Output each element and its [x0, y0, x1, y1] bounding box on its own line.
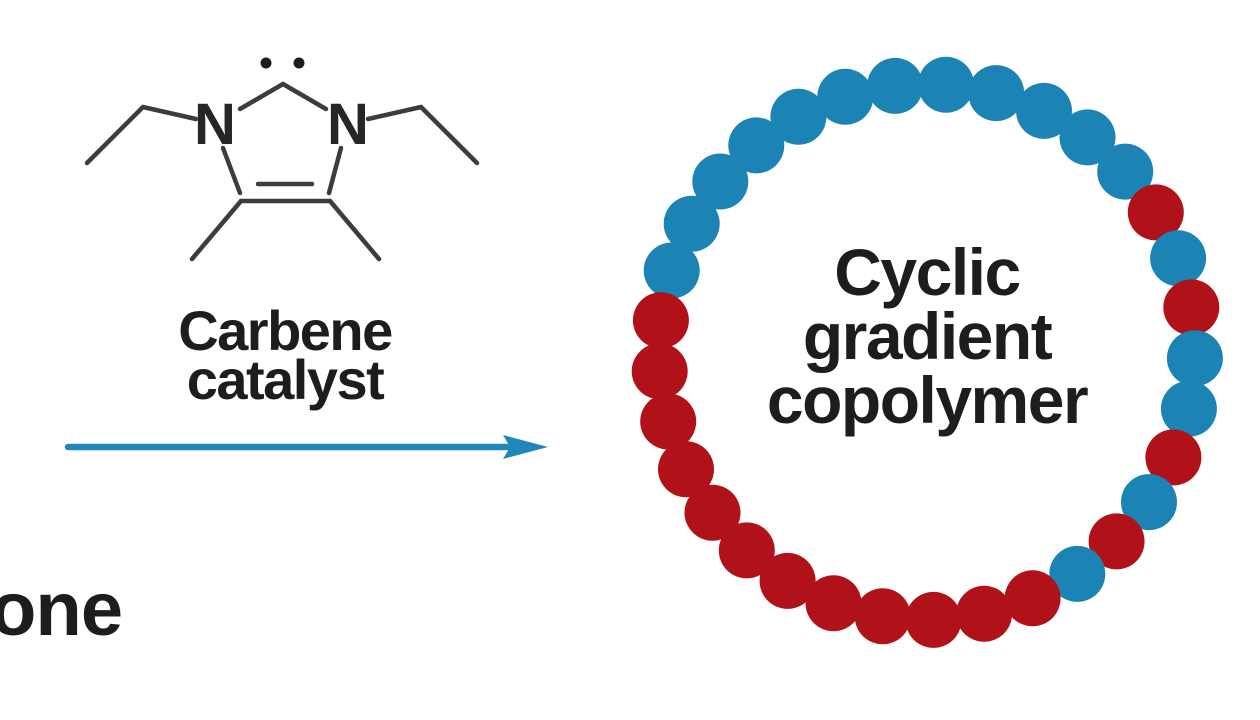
bead-blue — [1166, 330, 1223, 387]
carbene-catalyst-label: Carbene catalyst — [125, 299, 445, 411]
ethyl-right-bonds — [365, 104, 480, 166]
bead-blue — [1049, 545, 1106, 602]
nitrogen-label-left: N — [194, 92, 236, 157]
n-left-ring-bond — [220, 145, 243, 196]
bead-red — [1127, 184, 1184, 241]
product-label-line1: Cyclic — [834, 235, 1021, 309]
product-label-line2: gradient — [802, 299, 1053, 373]
n-right-ring-bond — [326, 145, 344, 196]
carbene-catalyst-line2: catalyst — [186, 348, 385, 411]
bead-blue — [1059, 109, 1116, 166]
bead-red — [1145, 429, 1202, 486]
bead-blue — [643, 242, 700, 299]
bead-blue — [1121, 474, 1177, 531]
bead-red — [1004, 570, 1061, 627]
bead-red — [956, 585, 1013, 642]
product-label-line3: copolymer — [766, 363, 1089, 437]
reaction-arrow-head — [503, 435, 548, 459]
bead-red — [684, 484, 741, 541]
reaction-arrow — [64, 435, 548, 459]
bead-blue — [918, 56, 974, 113]
bead-blue — [1097, 143, 1154, 200]
bead-red — [905, 591, 962, 648]
bead-red — [805, 575, 862, 632]
methyl-right-bond — [327, 198, 382, 262]
lone-pair-dots — [260, 57, 305, 69]
lone-pair-dot-right — [293, 57, 305, 69]
bead-red — [631, 343, 688, 400]
carbene-catalyst-line1: Carbene — [178, 299, 393, 362]
bead-blue — [1160, 380, 1217, 437]
bead-blue — [1016, 82, 1072, 139]
lone-pair-dot-left — [260, 57, 272, 69]
monomer-name-fragment: one — [0, 567, 123, 652]
bead-red — [759, 552, 816, 609]
bead-blue — [968, 65, 1025, 122]
bead-red — [718, 522, 775, 579]
bead-blue — [1150, 230, 1207, 287]
bead-red — [854, 588, 911, 645]
bead-blue — [728, 117, 785, 174]
bead-blue — [770, 88, 827, 145]
bead-blue — [817, 68, 874, 125]
carbene-structure: N N — [84, 57, 480, 262]
bead-blue — [692, 153, 749, 210]
methyl-left-bond — [189, 198, 244, 262]
bead-red — [658, 441, 714, 498]
bead-group — [631, 56, 1223, 648]
bead-red — [1163, 279, 1220, 336]
bead-blue — [867, 57, 924, 114]
bead-red — [640, 393, 697, 450]
bead-blue — [663, 195, 720, 252]
bead-red — [1088, 513, 1145, 570]
ethyl-left-bonds — [84, 104, 199, 166]
cyclic-gradient-copolymer-label: Cyclic gradient copolymer — [727, 235, 1127, 437]
ring-apex-bonds — [237, 81, 329, 112]
nitrogen-label-right: N — [327, 92, 369, 157]
copolymer-bead-ring — [631, 56, 1223, 648]
bead-red — [632, 292, 689, 349]
